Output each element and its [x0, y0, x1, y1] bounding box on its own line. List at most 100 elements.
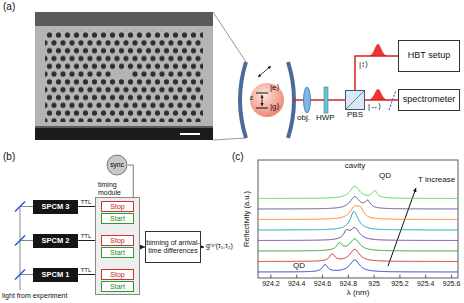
light-path	[20, 240, 33, 241]
photonic-crystal-holes	[45, 30, 203, 122]
node-text: spectrometer	[403, 95, 456, 105]
tick-label: 924.2	[262, 280, 280, 288]
light-path	[20, 207, 21, 291]
tick-mark	[270, 275, 271, 279]
spectrum-curve	[258, 211, 458, 230]
process-box: binning of arrival-time differences	[145, 231, 201, 263]
plot-frame	[258, 160, 458, 278]
node-text: Start	[110, 215, 125, 222]
beam-splitter-cube	[345, 90, 365, 110]
edge-label: TTL	[80, 267, 93, 273]
half-wave-plate	[324, 87, 328, 113]
annotation: ε	[250, 94, 254, 103]
node-text: Start	[110, 249, 125, 256]
tick-mark	[399, 275, 400, 279]
energy-level	[256, 108, 268, 109]
beam-splitter-diagonal	[345, 90, 365, 110]
polarization-arrow	[258, 66, 271, 77]
spectrum-curve	[258, 186, 458, 198]
tick-mark	[374, 275, 375, 279]
annotation: (b)	[3, 151, 15, 162]
axis-ticks	[271, 275, 452, 279]
sync-circle-shape	[107, 155, 127, 175]
annotation: |g⟩	[270, 103, 280, 112]
start-channel: Start	[101, 247, 134, 258]
light-path	[20, 206, 33, 207]
annotation: |e⟩	[270, 84, 280, 93]
sync-circle: sync	[106, 154, 128, 176]
zoom-line	[213, 138, 246, 140]
detector-box: SPCM 1	[33, 268, 78, 282]
start-channel: Start	[101, 213, 134, 224]
light-pulse	[368, 89, 388, 100]
node-text: PBS	[347, 111, 363, 120]
cavity-defect	[114, 71, 131, 78]
detector-box: SPCM 2	[33, 234, 78, 248]
stop-channel: Stop	[101, 269, 134, 280]
light-pulse	[368, 44, 388, 56]
edge-label: TTL	[80, 233, 93, 239]
tick-label: 925.6	[443, 280, 461, 288]
zoom-line	[213, 12, 246, 62]
beam-splitter-box: PBS	[345, 90, 365, 110]
timing-module-box: StopStartStopStartStopStarttiming module	[95, 197, 140, 295]
annotation: QD	[292, 262, 306, 271]
energy-level	[256, 93, 268, 94]
annotation: obj.	[297, 114, 310, 123]
tick-label: 925.4	[417, 280, 435, 288]
tick-mark	[296, 275, 297, 279]
light-path	[20, 274, 33, 275]
spectrum-curve	[258, 206, 458, 220]
node-text: SPCM 3	[42, 203, 70, 211]
instrument-box: HBT setup	[398, 40, 460, 72]
tick-mark	[348, 275, 349, 279]
stop-channel: Stop	[101, 201, 134, 212]
quantum-dot	[250, 83, 284, 117]
annotation: T increase	[418, 176, 455, 185]
detector-box: SPCM 3	[33, 200, 78, 214]
connector	[355, 56, 398, 90]
annotation: (a)	[3, 1, 15, 12]
tick-label: 924.6	[314, 280, 332, 288]
stop-channel: Stop	[101, 235, 134, 246]
laser-beam	[293, 99, 345, 101]
connector	[365, 99, 398, 101]
annotation: (c)	[232, 151, 244, 162]
connector	[128, 165, 133, 197]
annotation: |↔⟩	[368, 103, 381, 112]
start-channel: Start	[101, 281, 134, 292]
tick-label: 925	[368, 280, 380, 288]
node-text: Start	[110, 283, 125, 290]
tick-label: 924.4	[288, 280, 306, 288]
node-text: SPCM 1	[42, 271, 70, 279]
spectra	[258, 186, 458, 272]
annotation: λ (nm)	[347, 289, 370, 298]
objective-lens	[304, 87, 311, 113]
node-text: sync	[110, 162, 123, 169]
node-text: Stop	[110, 203, 124, 210]
sem-info-bar	[35, 128, 213, 140]
tick-mark	[322, 275, 323, 279]
annotation: light from experiment	[2, 292, 67, 300]
sem-membrane	[35, 26, 213, 126]
annotation: HWP	[316, 114, 335, 123]
tick-label: 924.8	[340, 280, 358, 288]
node-text: timing module	[98, 181, 132, 196]
transition-arrow	[262, 95, 263, 106]
tick-label: 925.2	[391, 280, 409, 288]
node-text: SPCM 2	[42, 237, 70, 245]
tick-mark	[451, 275, 452, 279]
beam-splitter	[15, 236, 25, 246]
axis-title: Reflectivity (a.u.)	[243, 191, 251, 247]
annotation: QD	[379, 172, 391, 181]
beam-splitter	[15, 270, 25, 280]
annotation: g⁽³⁾(τ₁,τ₂)	[206, 242, 233, 250]
edge-label: TTL	[80, 199, 93, 205]
mirror	[15, 202, 25, 212]
annotation: cavity	[345, 162, 365, 171]
tick-mark	[425, 275, 426, 279]
annotation: |↕⟩	[359, 61, 368, 70]
node-text: Stop	[110, 271, 124, 278]
node-text: Stop	[110, 237, 124, 244]
